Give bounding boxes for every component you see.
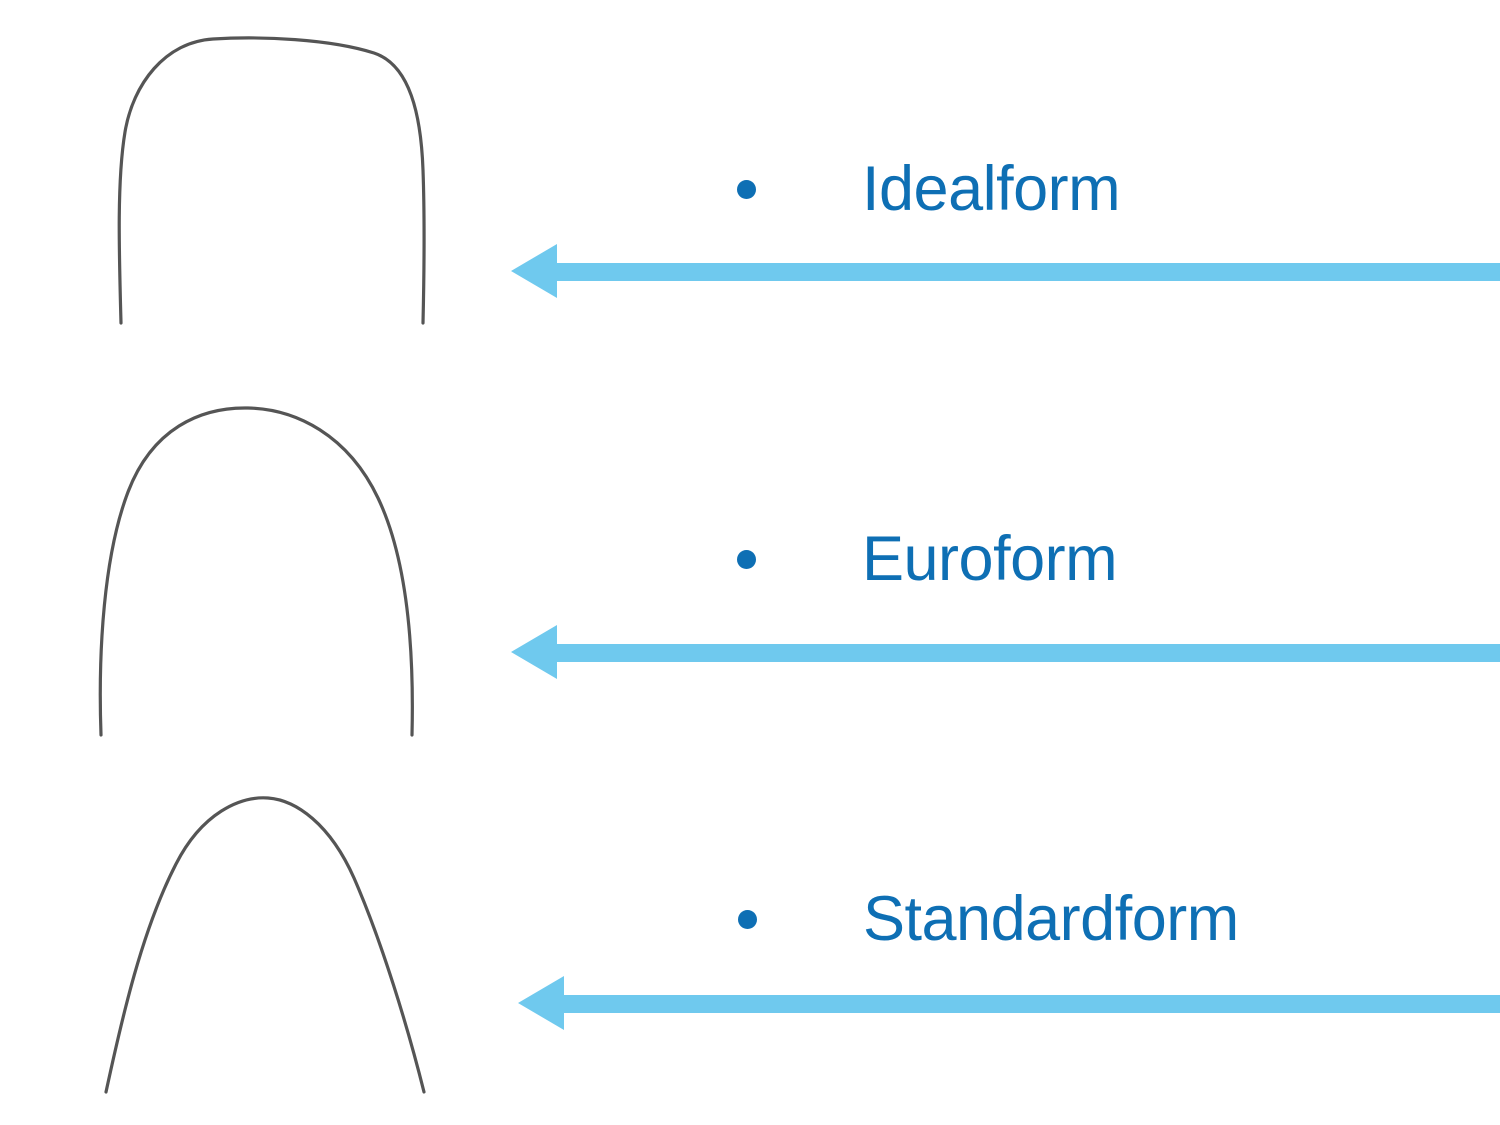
archwire-path-standardform [104,796,426,1094]
left-arrow-idealform [511,243,1500,299]
arrow-left-icon [511,244,1500,298]
archwire-diagram-euroform [80,395,460,745]
archwire-path-euroform [98,406,414,737]
bullet-label-euroform: Euroform [737,524,1118,594]
left-arrow-euroform [511,624,1500,680]
label-text-euroform: Euroform [862,524,1118,594]
bullet-point-icon [738,910,757,929]
arrow-left-icon [511,625,1500,679]
left-arrow-standardform [518,975,1500,1031]
bullet-label-idealform: Idealform [737,154,1121,224]
label-text-idealform: Idealform [862,154,1121,224]
arrow-left-icon [518,976,1500,1030]
archwire-diagram-idealform [80,20,460,340]
label-text-standardform: Standardform [863,884,1239,954]
bullet-label-standardform: Standardform [738,888,1239,951]
archwire-path-idealform [117,36,426,325]
archwire-diagram-standardform [80,780,460,1100]
bullet-point-icon [737,550,756,569]
bullet-point-icon [737,180,756,199]
